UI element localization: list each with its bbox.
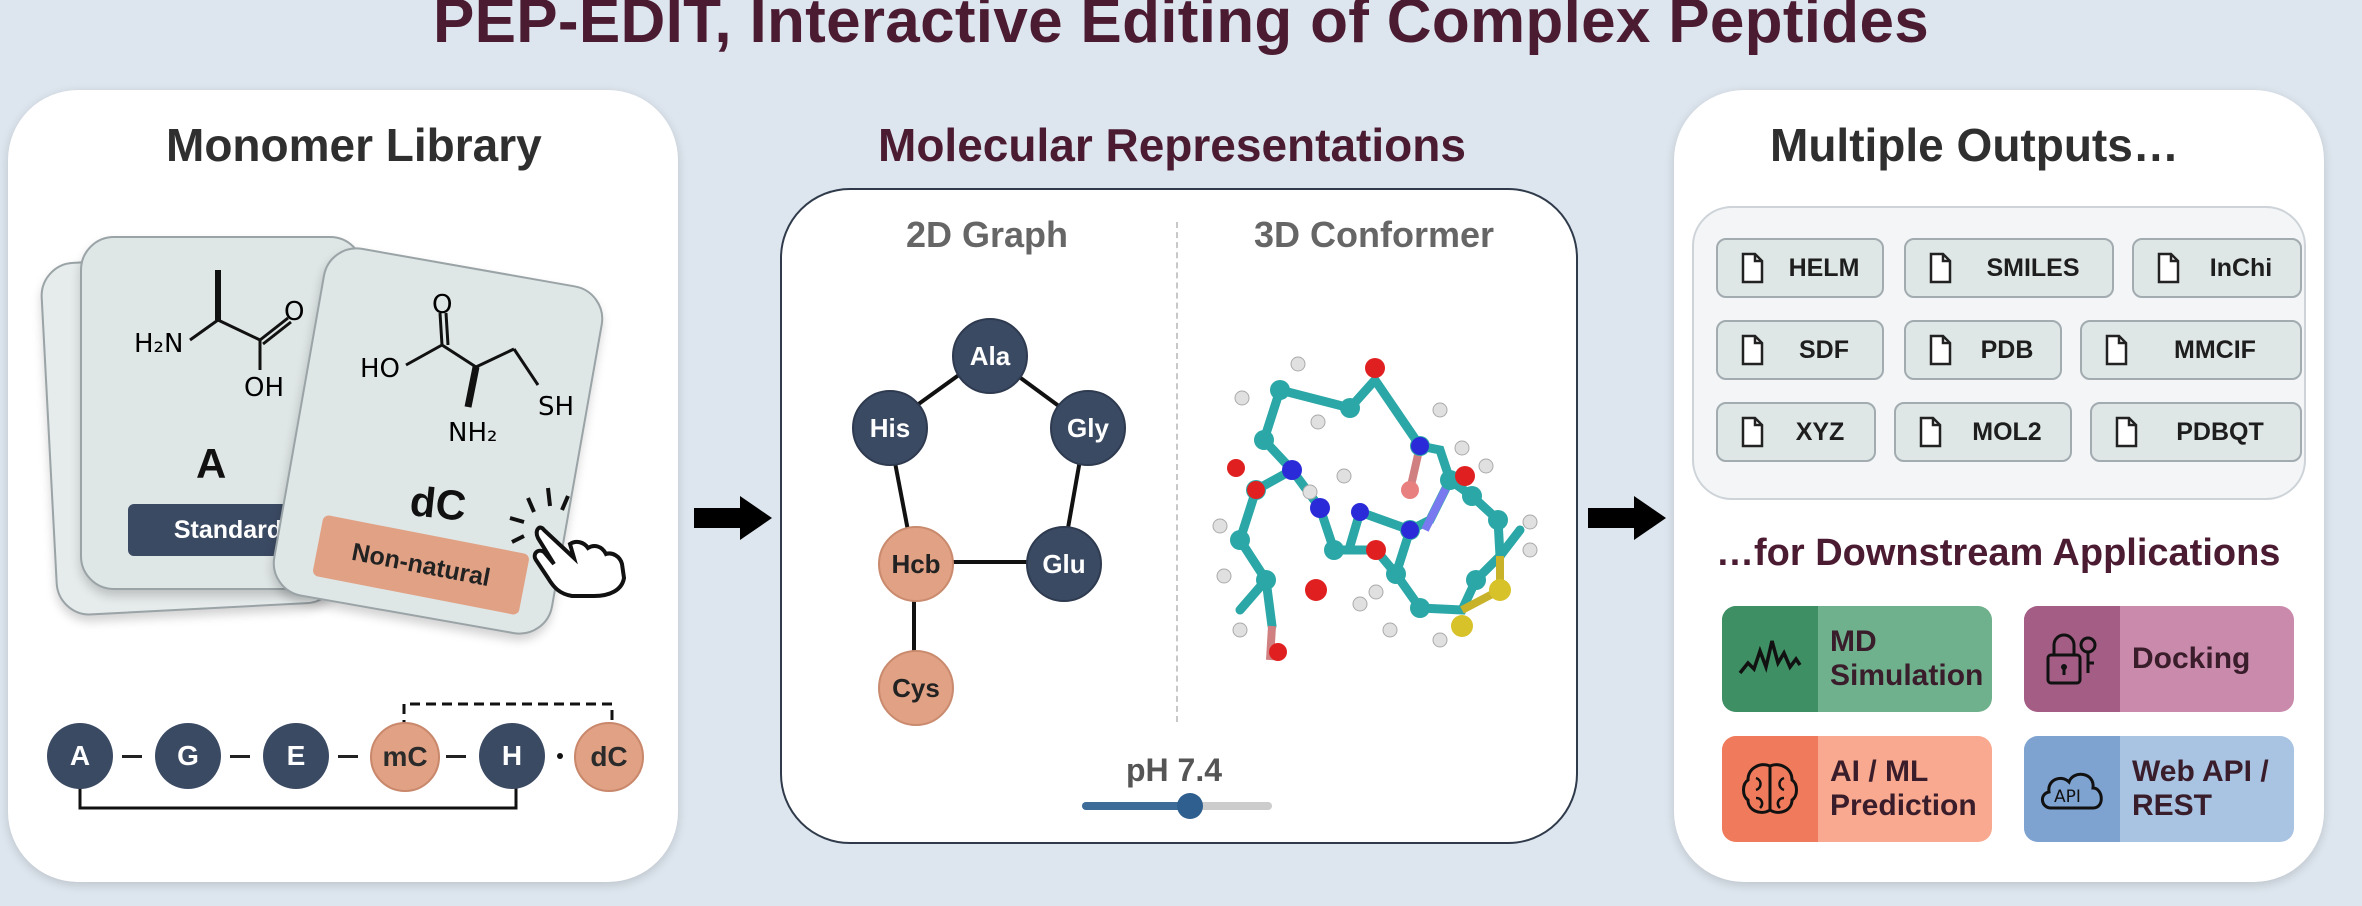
panel-divider [1176, 222, 1178, 722]
dc-carbonyl-label: O [432, 290, 452, 320]
file-icon [1929, 334, 1952, 366]
app-label-line1: Web API / [2132, 754, 2269, 788]
card-a-symbol: A [196, 440, 227, 487]
api-cloud-icon: API [2024, 736, 2120, 842]
brain-icon [1722, 736, 1818, 842]
conformer-title: 3D Conformer [1254, 214, 1495, 255]
chain-node-mc[interactable]: mC [370, 722, 440, 792]
ph-slider[interactable] [1082, 793, 1272, 819]
graph-edges [886, 352, 1088, 686]
app-label-line2: Prediction [1830, 789, 1977, 822]
alanine-structure: H₂N O OH [134, 270, 304, 403]
downstream-title: …for Downstream Applications [1716, 532, 2281, 574]
file-icon [2157, 252, 2180, 284]
format-label: SMILES [1986, 253, 2080, 282]
format-button-mmcif[interactable]: MMCIF [2080, 320, 2302, 380]
format-button-mol2[interactable]: MOL2 [1894, 402, 2072, 462]
amine-label: H₂N [134, 329, 183, 359]
app-label-line1: MD [1830, 624, 1877, 658]
format-label: SDF [1799, 335, 1849, 364]
ph-label: pH 7.4 [1126, 752, 1223, 788]
d-cysteine-structure: HO O SH NH₂ [360, 290, 574, 448]
waveform-icon [1722, 606, 1818, 712]
peptide-bond [338, 755, 358, 758]
monomer-library-title: Monomer Library [166, 119, 542, 171]
chain-node-dc[interactable]: dC [574, 722, 644, 792]
peptide-bond [230, 755, 250, 758]
molecular-representations-box [780, 188, 1578, 844]
page-title: PEP-EDIT, Interactive Editing of Complex… [432, 0, 1930, 56]
conformer-3d-model[interactable] [1200, 340, 1560, 680]
graph-node-ala[interactable]: Ala [952, 318, 1028, 394]
graph-node-hcb[interactable]: Hcb [878, 526, 954, 602]
file-icon [1741, 252, 1764, 284]
file-icon [1741, 416, 1764, 448]
arrow-right-icon [694, 496, 772, 540]
format-label: InChi [2209, 253, 2273, 282]
graph-node-glu[interactable]: Glu [1026, 526, 1102, 602]
dc-amine-label: NH₂ [448, 418, 497, 448]
peptide-bond [446, 755, 466, 758]
svg-text:API: API [2054, 787, 2081, 807]
graph-node-gly[interactable]: Gly [1050, 390, 1126, 466]
file-icon [2115, 416, 2138, 448]
file-icon [1919, 416, 1942, 448]
format-button-smiles[interactable]: SMILES [1904, 238, 2114, 298]
dc-hydroxyl-label: HO [360, 354, 400, 384]
chain-node-h[interactable]: H [479, 723, 545, 789]
format-button-sdf[interactable]: SDF [1716, 320, 1884, 380]
app-tile-3[interactable]: API Web API /REST [2024, 736, 2294, 842]
lock-key-icon [2024, 606, 2120, 712]
cyclic-bond-lines [78, 702, 614, 810]
app-label-line1: Docking [2132, 641, 2251, 675]
app-label: Docking [2120, 642, 2250, 677]
graph-node-cys[interactable]: Cys [878, 650, 954, 726]
format-button-xyz[interactable]: XYZ [1716, 402, 1876, 462]
format-button-pdb[interactable]: PDB [1904, 320, 2062, 380]
graph-node-his[interactable]: His [852, 390, 928, 466]
chain-node-g[interactable]: G [155, 723, 221, 789]
app-label-line1: AI / ML [1830, 754, 1929, 788]
format-label: PDB [1980, 335, 2034, 364]
format-label: PDBQT [2176, 417, 2264, 446]
format-button-pdbqt[interactable]: PDBQT [2090, 402, 2302, 462]
format-label: HELM [1788, 253, 1860, 282]
chain-node-e[interactable]: E [263, 723, 329, 789]
file-icon [1741, 334, 1764, 366]
format-button-helm[interactable]: HELM [1716, 238, 1884, 298]
nonstandard-bond-dot [557, 753, 563, 759]
graph-title: 2D Graph [906, 214, 1069, 255]
outputs-title: Multiple Outputs… [1770, 119, 2179, 171]
format-label: MOL2 [1972, 417, 2042, 446]
arrow-right-icon [1588, 496, 1666, 540]
molecular-representations-title: Molecular Representations [878, 119, 1466, 171]
file-icon [1929, 252, 1952, 284]
chain-node-a[interactable]: A [47, 723, 113, 789]
thiol-label: SH [538, 392, 574, 422]
app-label-line2: Simulation [1830, 659, 1984, 692]
ph-slider-fill [1082, 802, 1191, 810]
hydroxyl-label: OH [244, 373, 284, 403]
app-tile-1[interactable]: Docking [2024, 606, 2294, 712]
file-icon [2105, 334, 2128, 366]
app-label-line2: REST [2132, 789, 2213, 822]
ph-slider-knob[interactable] [1177, 793, 1204, 819]
carbonyl-label: O [284, 297, 304, 327]
peptide-bond [122, 755, 142, 758]
pointer-hand-icon [509, 487, 627, 598]
format-button-inchi[interactable]: InChi [2132, 238, 2302, 298]
app-label: Web API /REST [2120, 755, 2269, 824]
format-label: MMCIF [2174, 335, 2256, 364]
format-label: XYZ [1795, 417, 1845, 446]
